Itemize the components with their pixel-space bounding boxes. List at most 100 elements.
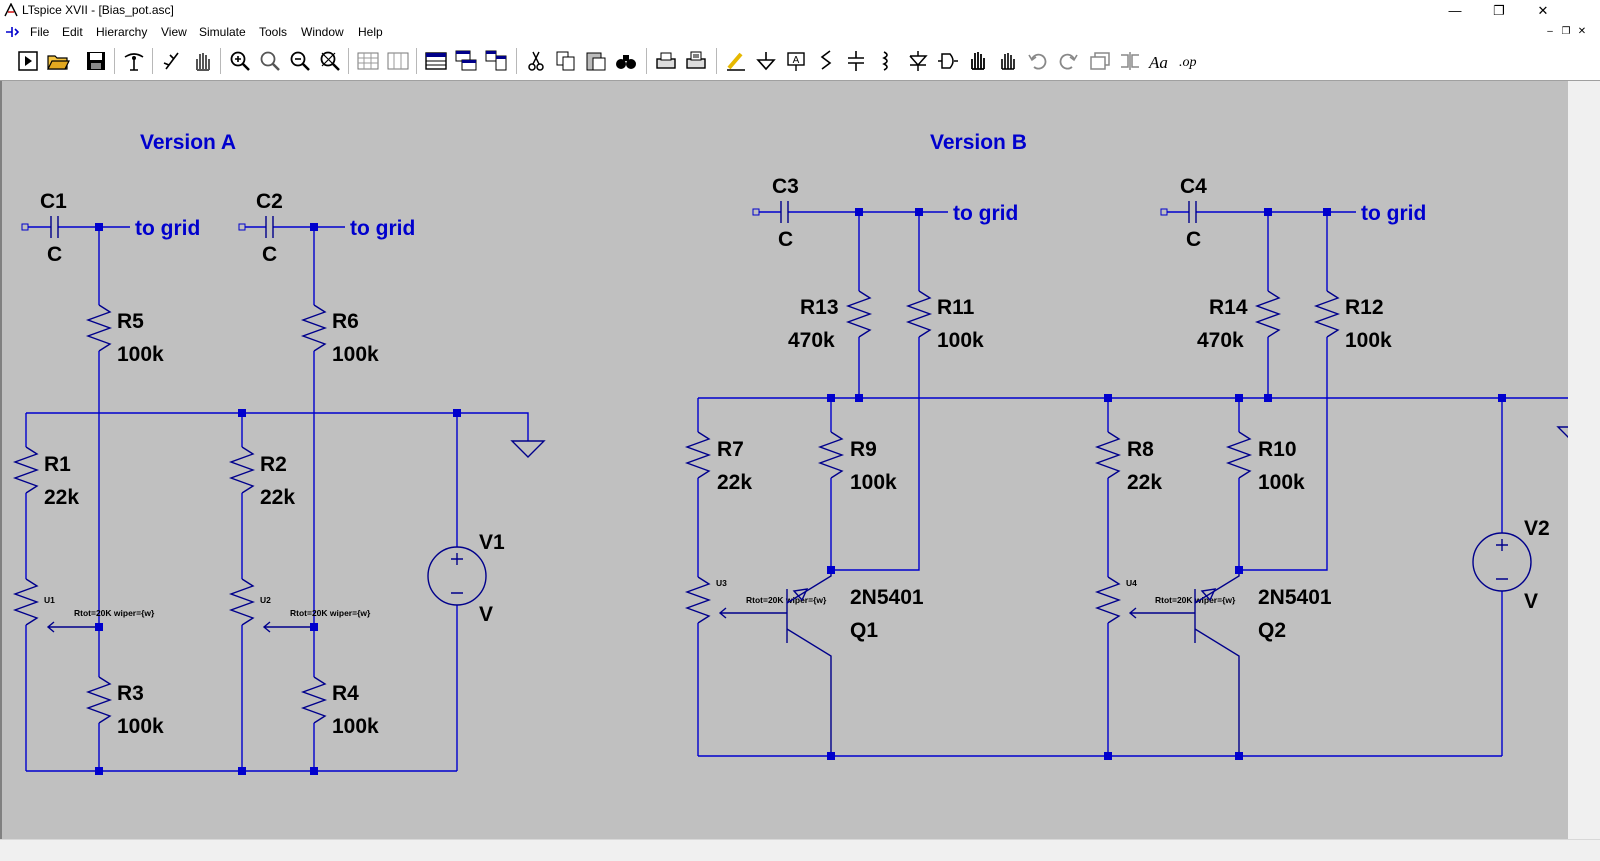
resistor-r10[interactable] <box>1225 431 1253 479</box>
schematic-doc-icon[interactable] <box>4 24 20 40</box>
zoom-fit-icon[interactable] <box>318 49 342 73</box>
arrange-icon[interactable] <box>454 49 478 73</box>
tile-vertical-icon[interactable] <box>386 49 410 73</box>
capacitor-c2[interactable] <box>265 216 274 238</box>
voltage-source-v1[interactable] <box>427 546 487 606</box>
paste-icon[interactable] <box>584 49 608 73</box>
transistor-q1[interactable] <box>786 570 832 756</box>
r9-value: 100k <box>850 471 897 494</box>
status-bar <box>0 839 1600 861</box>
resistor-r9[interactable] <box>817 431 845 479</box>
potentiometer-u3[interactable] <box>684 576 712 624</box>
schematic-canvas[interactable]: Version A C1 C to grid C2 C to grid R5 1… <box>0 81 1592 839</box>
r13-value: 470k <box>788 329 835 352</box>
junctions-a <box>95 223 461 775</box>
text-icon[interactable]: Aa <box>1148 49 1172 73</box>
resistor-r13[interactable] <box>845 290 873 338</box>
resistor-r12[interactable] <box>1313 290 1341 338</box>
resistor-r14[interactable] <box>1254 290 1282 338</box>
capacitor-icon[interactable] <box>844 49 868 73</box>
resistor-r4[interactable] <box>300 676 328 724</box>
resistor-r2[interactable] <box>228 446 256 494</box>
arrange2-icon[interactable] <box>484 49 508 73</box>
u1-params: Rtot=20K wiper={w} <box>74 608 155 618</box>
menu-file[interactable]: File <box>30 25 50 39</box>
net-label-to-grid-3: to grid <box>953 202 1018 225</box>
v2-name: V2 <box>1524 517 1550 540</box>
u2-name: U2 <box>260 595 271 605</box>
ground-icon[interactable] <box>754 49 778 73</box>
menu-view[interactable]: View <box>161 25 187 39</box>
voltage-source-v2[interactable] <box>1472 532 1532 592</box>
move-icon[interactable] <box>966 49 990 73</box>
zoom-out-icon[interactable] <box>288 49 312 73</box>
minimize-button[interactable]: — <box>1448 3 1462 18</box>
close-button[interactable]: ✕ <box>1537 3 1549 18</box>
r7-name: R7 <box>717 438 744 461</box>
component-icon[interactable] <box>936 49 960 73</box>
resistor-r6[interactable] <box>300 304 328 352</box>
find-icon[interactable] <box>614 49 638 73</box>
resistor-r11[interactable] <box>905 290 933 338</box>
redo-icon[interactable] <box>1056 49 1080 73</box>
u2-params: Rtot=20K wiper={w} <box>290 608 371 618</box>
c4-value: C <box>1186 228 1201 251</box>
menu-help[interactable]: Help <box>358 25 383 39</box>
c3-name: C3 <box>772 175 799 198</box>
menu-edit[interactable]: Edit <box>62 25 83 39</box>
control-panel-icon[interactable] <box>122 49 146 73</box>
svg-text:A: A <box>793 55 800 66</box>
potentiometer-u4[interactable] <box>1094 576 1122 624</box>
menu-hierarchy[interactable]: Hierarchy <box>96 25 148 39</box>
mdi-restore-button[interactable]: ❐ <box>1561 26 1571 37</box>
undo-icon[interactable] <box>1026 49 1050 73</box>
spice-directive-icon[interactable]: .op <box>1178 49 1202 73</box>
run-icon[interactable] <box>16 49 40 73</box>
resistor-r1[interactable] <box>12 446 40 494</box>
r5-value: 100k <box>117 343 164 366</box>
mdi-minimize-button[interactable]: – <box>1547 26 1553 37</box>
resistor-r5[interactable] <box>85 304 113 352</box>
capacitor-c1[interactable] <box>50 216 59 238</box>
resistor-icon[interactable] <box>814 49 838 73</box>
resistor-r7[interactable] <box>684 431 712 479</box>
cascade-icon[interactable] <box>424 49 448 73</box>
maximize-button[interactable]: ❐ <box>1493 3 1505 18</box>
resistor-r3[interactable] <box>85 676 113 724</box>
pan-icon[interactable] <box>190 49 214 73</box>
zoom-in-icon[interactable] <box>228 49 252 73</box>
q1-part: 2N5401 <box>850 586 924 609</box>
menu-tools[interactable]: Tools <box>259 25 288 39</box>
capacitor-c3[interactable] <box>780 201 789 223</box>
c1-name: C1 <box>40 190 67 213</box>
save-icon[interactable] <box>84 49 108 73</box>
halt-icon[interactable] <box>160 49 184 73</box>
print-preview-icon[interactable] <box>654 49 678 73</box>
r14-name: R14 <box>1209 296 1248 319</box>
menu-window[interactable]: Window <box>301 25 344 39</box>
zoom-area-icon[interactable] <box>258 49 282 73</box>
c2-value: C <box>262 243 277 266</box>
inductor-icon[interactable] <box>874 49 898 73</box>
cut-icon[interactable] <box>524 49 548 73</box>
drag-icon[interactable] <box>996 49 1020 73</box>
mdi-close-button[interactable]: ✕ <box>1577 26 1587 37</box>
c4-name: C4 <box>1180 175 1207 198</box>
menu-simulate[interactable]: Simulate <box>199 25 246 39</box>
title-bar: LTspice XVII - [Bias_pot.asc] — ❐ ✕ <box>0 0 1600 22</box>
copy-icon[interactable] <box>554 49 578 73</box>
open-icon[interactable] <box>46 49 70 73</box>
potentiometer-u2[interactable] <box>228 578 256 626</box>
ground-symbol-a <box>510 440 546 458</box>
print-icon[interactable] <box>684 49 708 73</box>
label-net-icon[interactable]: A <box>784 49 808 73</box>
draw-wire-icon[interactable] <box>724 49 748 73</box>
transistor-q2[interactable] <box>1194 570 1240 756</box>
potentiometer-u1[interactable] <box>12 578 40 626</box>
diode-icon[interactable] <box>906 49 930 73</box>
rotate-icon[interactable] <box>1088 49 1112 73</box>
resistor-r8[interactable] <box>1094 431 1122 479</box>
mirror-icon[interactable] <box>1118 49 1142 73</box>
tile-horizontal-icon[interactable] <box>356 49 380 73</box>
capacitor-c4[interactable] <box>1188 201 1197 223</box>
